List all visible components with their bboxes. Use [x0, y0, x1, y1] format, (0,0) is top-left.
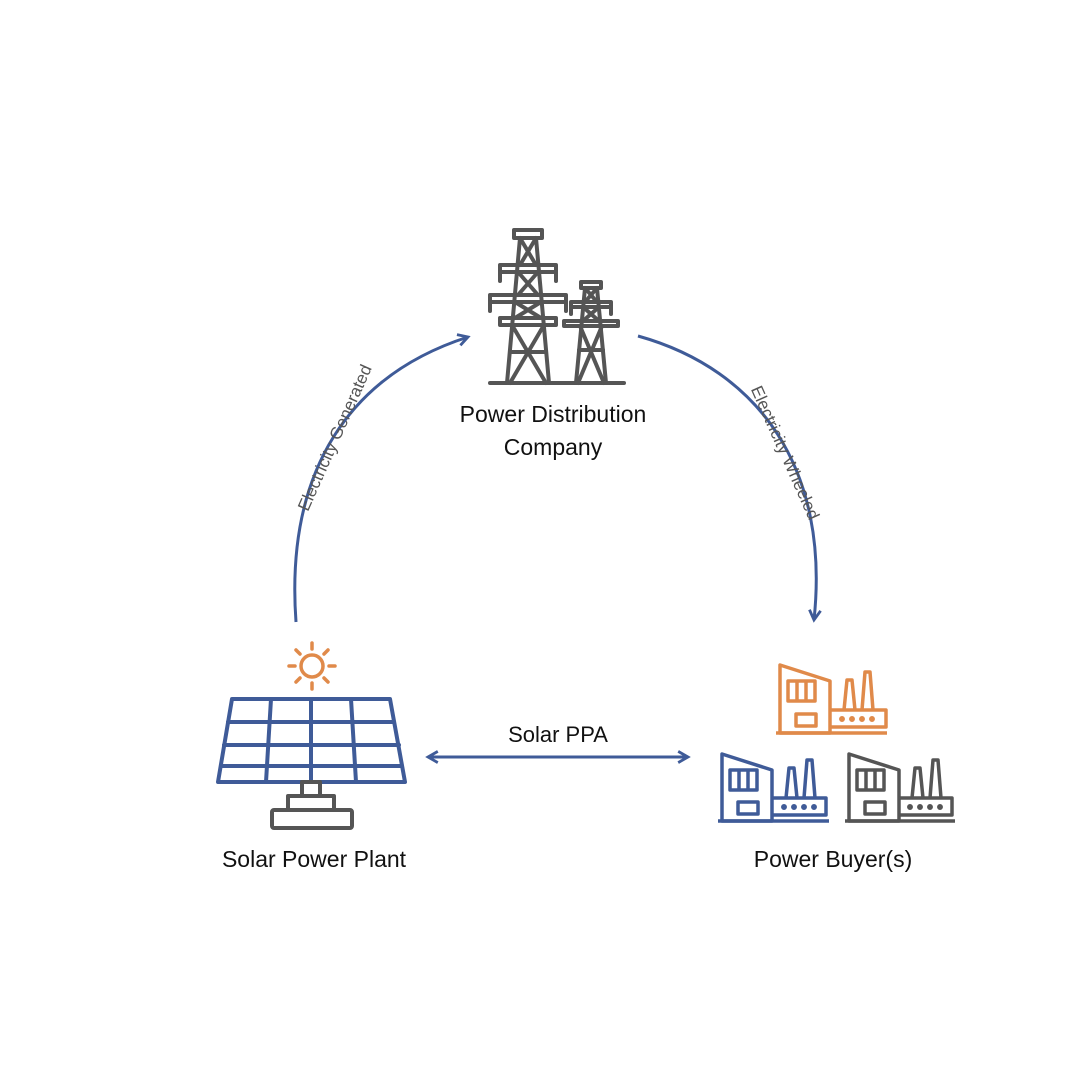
solar-power-plant-label: Solar Power Plant	[222, 846, 407, 872]
electricity-wheeled-arrow	[637, 334, 816, 620]
sun-icon	[287, 641, 337, 691]
transmission-towers-icon	[488, 228, 626, 385]
electricity-wheeled-label: Electricity Wheeled	[747, 383, 823, 523]
solar-ppa-label: Solar PPA	[508, 722, 608, 747]
factory-icon	[776, 663, 888, 735]
electricity-generated-arrow	[293, 337, 468, 623]
power-buyers-label: Power Buyer(s)	[754, 846, 912, 872]
distribution-company-label-line2: Company	[504, 434, 603, 460]
distribution-company-label-line1: Power Distribution	[460, 401, 647, 427]
factory-icon	[718, 752, 829, 823]
factory-icon	[845, 752, 955, 823]
electricity-generated-label: Electricity Generated	[294, 362, 376, 514]
solar-panel-icon	[216, 697, 407, 830]
